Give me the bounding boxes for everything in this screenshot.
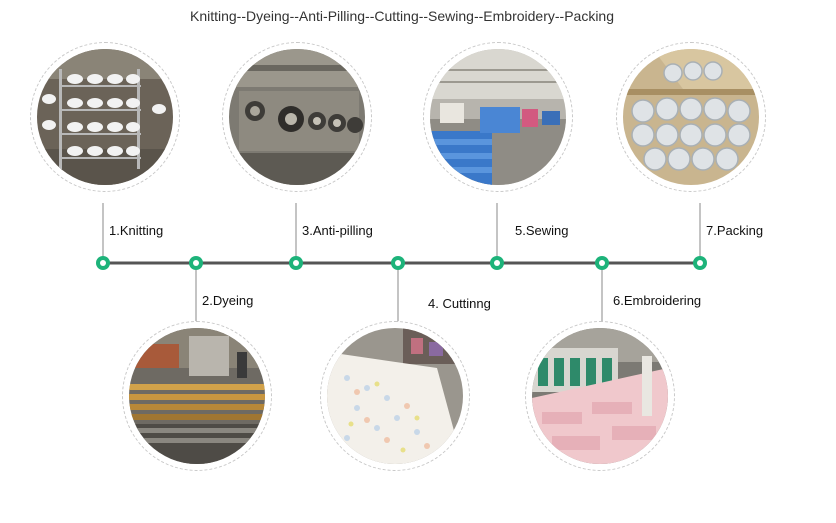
node-sewing	[490, 256, 504, 270]
node-dyeing	[189, 256, 203, 270]
photo-anti-pilling	[222, 42, 372, 192]
node-anti-pilling	[289, 256, 303, 270]
step-label-packing: 7.Packing	[706, 223, 764, 238]
page-title: Knitting--Dyeing--Anti-Pilling--Cutting-…	[189, 8, 615, 24]
sewing-workshop-image	[430, 49, 566, 185]
anti-pilling-machine-image	[229, 49, 365, 185]
cutting-table-image	[327, 328, 463, 464]
dyeing-machine-image	[129, 328, 265, 464]
photo-knitting	[30, 42, 180, 192]
photo-cutting	[320, 321, 470, 471]
node-cutting	[391, 256, 405, 270]
node-knitting	[96, 256, 110, 270]
step-label-cutting: 4. Cuttinng	[428, 296, 491, 311]
embroidery-machine-image	[532, 328, 668, 464]
step-label-dyeing: 2.Dyeing	[202, 293, 254, 308]
photo-embroidering	[525, 321, 675, 471]
node-embroidering	[595, 256, 609, 270]
photo-sewing	[423, 42, 573, 192]
node-packing	[693, 256, 707, 270]
step-label-embroidering: 6.Embroidering	[613, 293, 702, 308]
photo-packing	[616, 42, 766, 192]
step-label-anti-pilling: 3.Anti-pilling	[302, 223, 373, 238]
knitting-machine-image	[37, 49, 173, 185]
photo-dyeing	[122, 321, 272, 471]
packing-box-image	[623, 49, 759, 185]
step-label-knitting: 1.Knitting	[109, 223, 164, 238]
step-label-sewing: 5.Sewing	[515, 223, 569, 238]
